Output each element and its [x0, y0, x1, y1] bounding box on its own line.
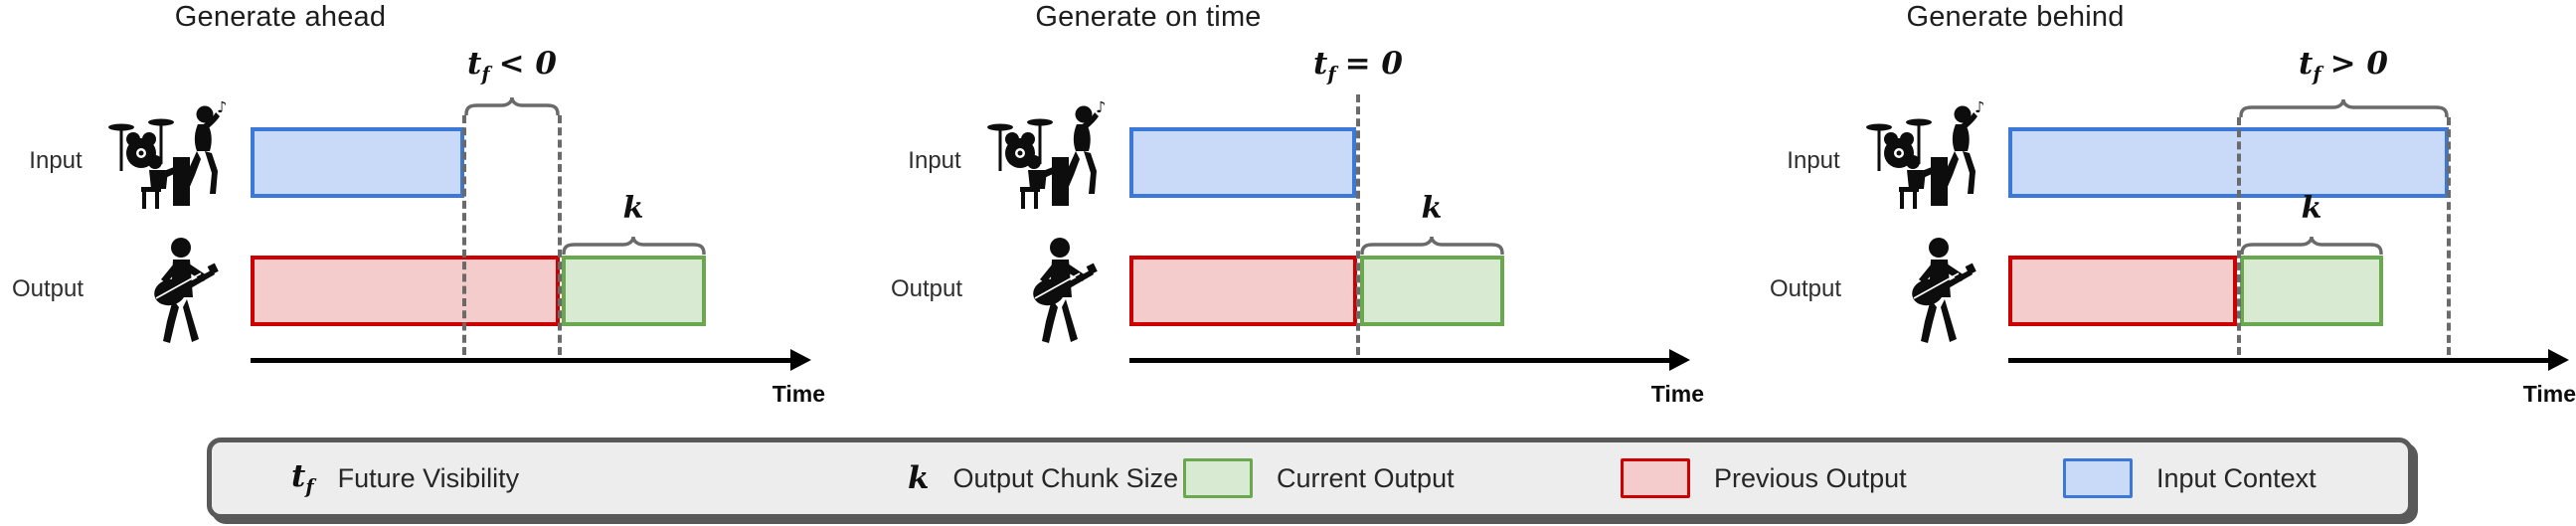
tf-relation: = 0	[1344, 46, 1403, 82]
time-axis-arrowhead	[2548, 349, 2569, 371]
input-context-box	[1129, 127, 1356, 198]
legend-item-previous-output: Previous Output	[1621, 442, 1907, 514]
future-visibility-annotation: tf < 0	[467, 46, 557, 86]
tf-relation: > 0	[2329, 46, 2388, 82]
legend-label-future-visibility: Future Visibility	[337, 462, 520, 493]
panel-title: Generate behind	[1906, 1, 2125, 33]
tf-var: t	[467, 46, 482, 82]
future-visibility-brace	[2239, 98, 2449, 117]
future-visibility-annotation: tf > 0	[2299, 46, 2388, 86]
dashed-line-boundary	[1356, 94, 1360, 355]
future-visibility-annotation: tf = 0	[1313, 46, 1403, 86]
panel-title: Generate ahead	[174, 1, 387, 33]
dashed-line-output-start	[2237, 117, 2241, 355]
time-axis-label: Time	[772, 381, 825, 407]
panel-generate-behind: Generate behind Input Output ♪	[1758, 0, 2576, 436]
chunk-size-annotation: k	[1421, 191, 1443, 226]
tf-relation: < 0	[498, 46, 557, 82]
time-axis-label: Time	[2522, 381, 2576, 407]
input-context-box	[251, 127, 464, 198]
band-icon: ♪	[987, 101, 1106, 209]
tf-var: t	[1313, 46, 1328, 82]
tf-sub: f	[1327, 63, 1336, 87]
current-output-swatch	[1183, 458, 1253, 498]
music-note-icon: ♪	[217, 101, 227, 116]
time-axis	[2008, 358, 2550, 363]
chunk-size-brace	[1360, 236, 1504, 255]
legend-item-input-context: Input Context	[2063, 442, 2317, 514]
band-icon: ♪	[1866, 101, 1984, 209]
output-row-label: Output	[11, 275, 85, 302]
dashed-line-output-start	[558, 115, 562, 355]
legend-label-chunk-size: Output Chunk Size	[952, 462, 1179, 493]
chunk-size-brace	[2240, 236, 2383, 255]
dashed-line-input-end	[462, 115, 466, 355]
band-icon: ♪	[108, 101, 227, 209]
previous-output-box	[2008, 256, 2237, 326]
chunk-size-brace	[562, 236, 706, 255]
time-axis	[251, 358, 792, 363]
time-axis	[1129, 358, 1671, 363]
panel-generate-ahead: Generate ahead Input Output ♪	[0, 0, 865, 436]
tf-var: t	[291, 457, 306, 494]
current-output-box	[562, 256, 706, 326]
time-axis-label: Time	[1650, 381, 1704, 407]
legend-label-previous-output: Previous Output	[1714, 462, 1907, 493]
previous-output-box	[1129, 256, 1357, 326]
tf-sub: f	[305, 475, 314, 499]
tf-sub: f	[2313, 63, 2321, 87]
dashed-line-input-end	[2447, 117, 2451, 355]
input-context-box	[2008, 127, 2449, 198]
input-context-swatch	[2063, 458, 2133, 498]
current-output-box	[2240, 256, 2383, 326]
k-symbol: k	[908, 460, 930, 496]
legend-item-future-visibility: tf Future Visibility	[291, 442, 519, 514]
chunk-size-annotation: k	[2301, 191, 2322, 226]
guitarist-icon	[1912, 238, 1976, 343]
legend: tf Future Visibility k Output Chunk Size…	[207, 438, 2413, 519]
output-row-label: Output	[1769, 275, 1842, 302]
time-axis-arrowhead	[1669, 349, 1690, 371]
input-row-label: Input	[29, 147, 83, 174]
legend-label-input-context: Input Context	[2156, 462, 2317, 493]
music-note-icon: ♪	[1975, 101, 1984, 116]
tf-var: t	[2299, 46, 2314, 82]
tf-symbol: tf	[291, 458, 314, 498]
chunk-size-annotation: k	[622, 191, 644, 226]
legend-item-chunk-size: k Output Chunk Size	[908, 442, 1178, 514]
panel-generate-on-time: Generate on time Input Output ♪	[879, 0, 1744, 436]
panel-title: Generate on time	[1035, 1, 1262, 33]
guitarist-icon	[154, 238, 219, 343]
output-row-label: Output	[890, 275, 963, 302]
previous-output-swatch	[1621, 458, 1690, 498]
future-visibility-brace	[464, 96, 560, 115]
previous-output-box	[251, 256, 560, 326]
tf-sub: f	[481, 63, 490, 87]
input-row-label: Input	[908, 147, 961, 174]
guitarist-icon	[1033, 238, 1098, 343]
legend-label-current-output: Current Output	[1277, 462, 1455, 493]
current-output-box	[1360, 256, 1504, 326]
music-note-icon: ♪	[1096, 101, 1106, 116]
time-axis-arrowhead	[790, 349, 811, 371]
legend-item-current-output: Current Output	[1183, 442, 1455, 514]
input-row-label: Input	[1787, 147, 1840, 174]
